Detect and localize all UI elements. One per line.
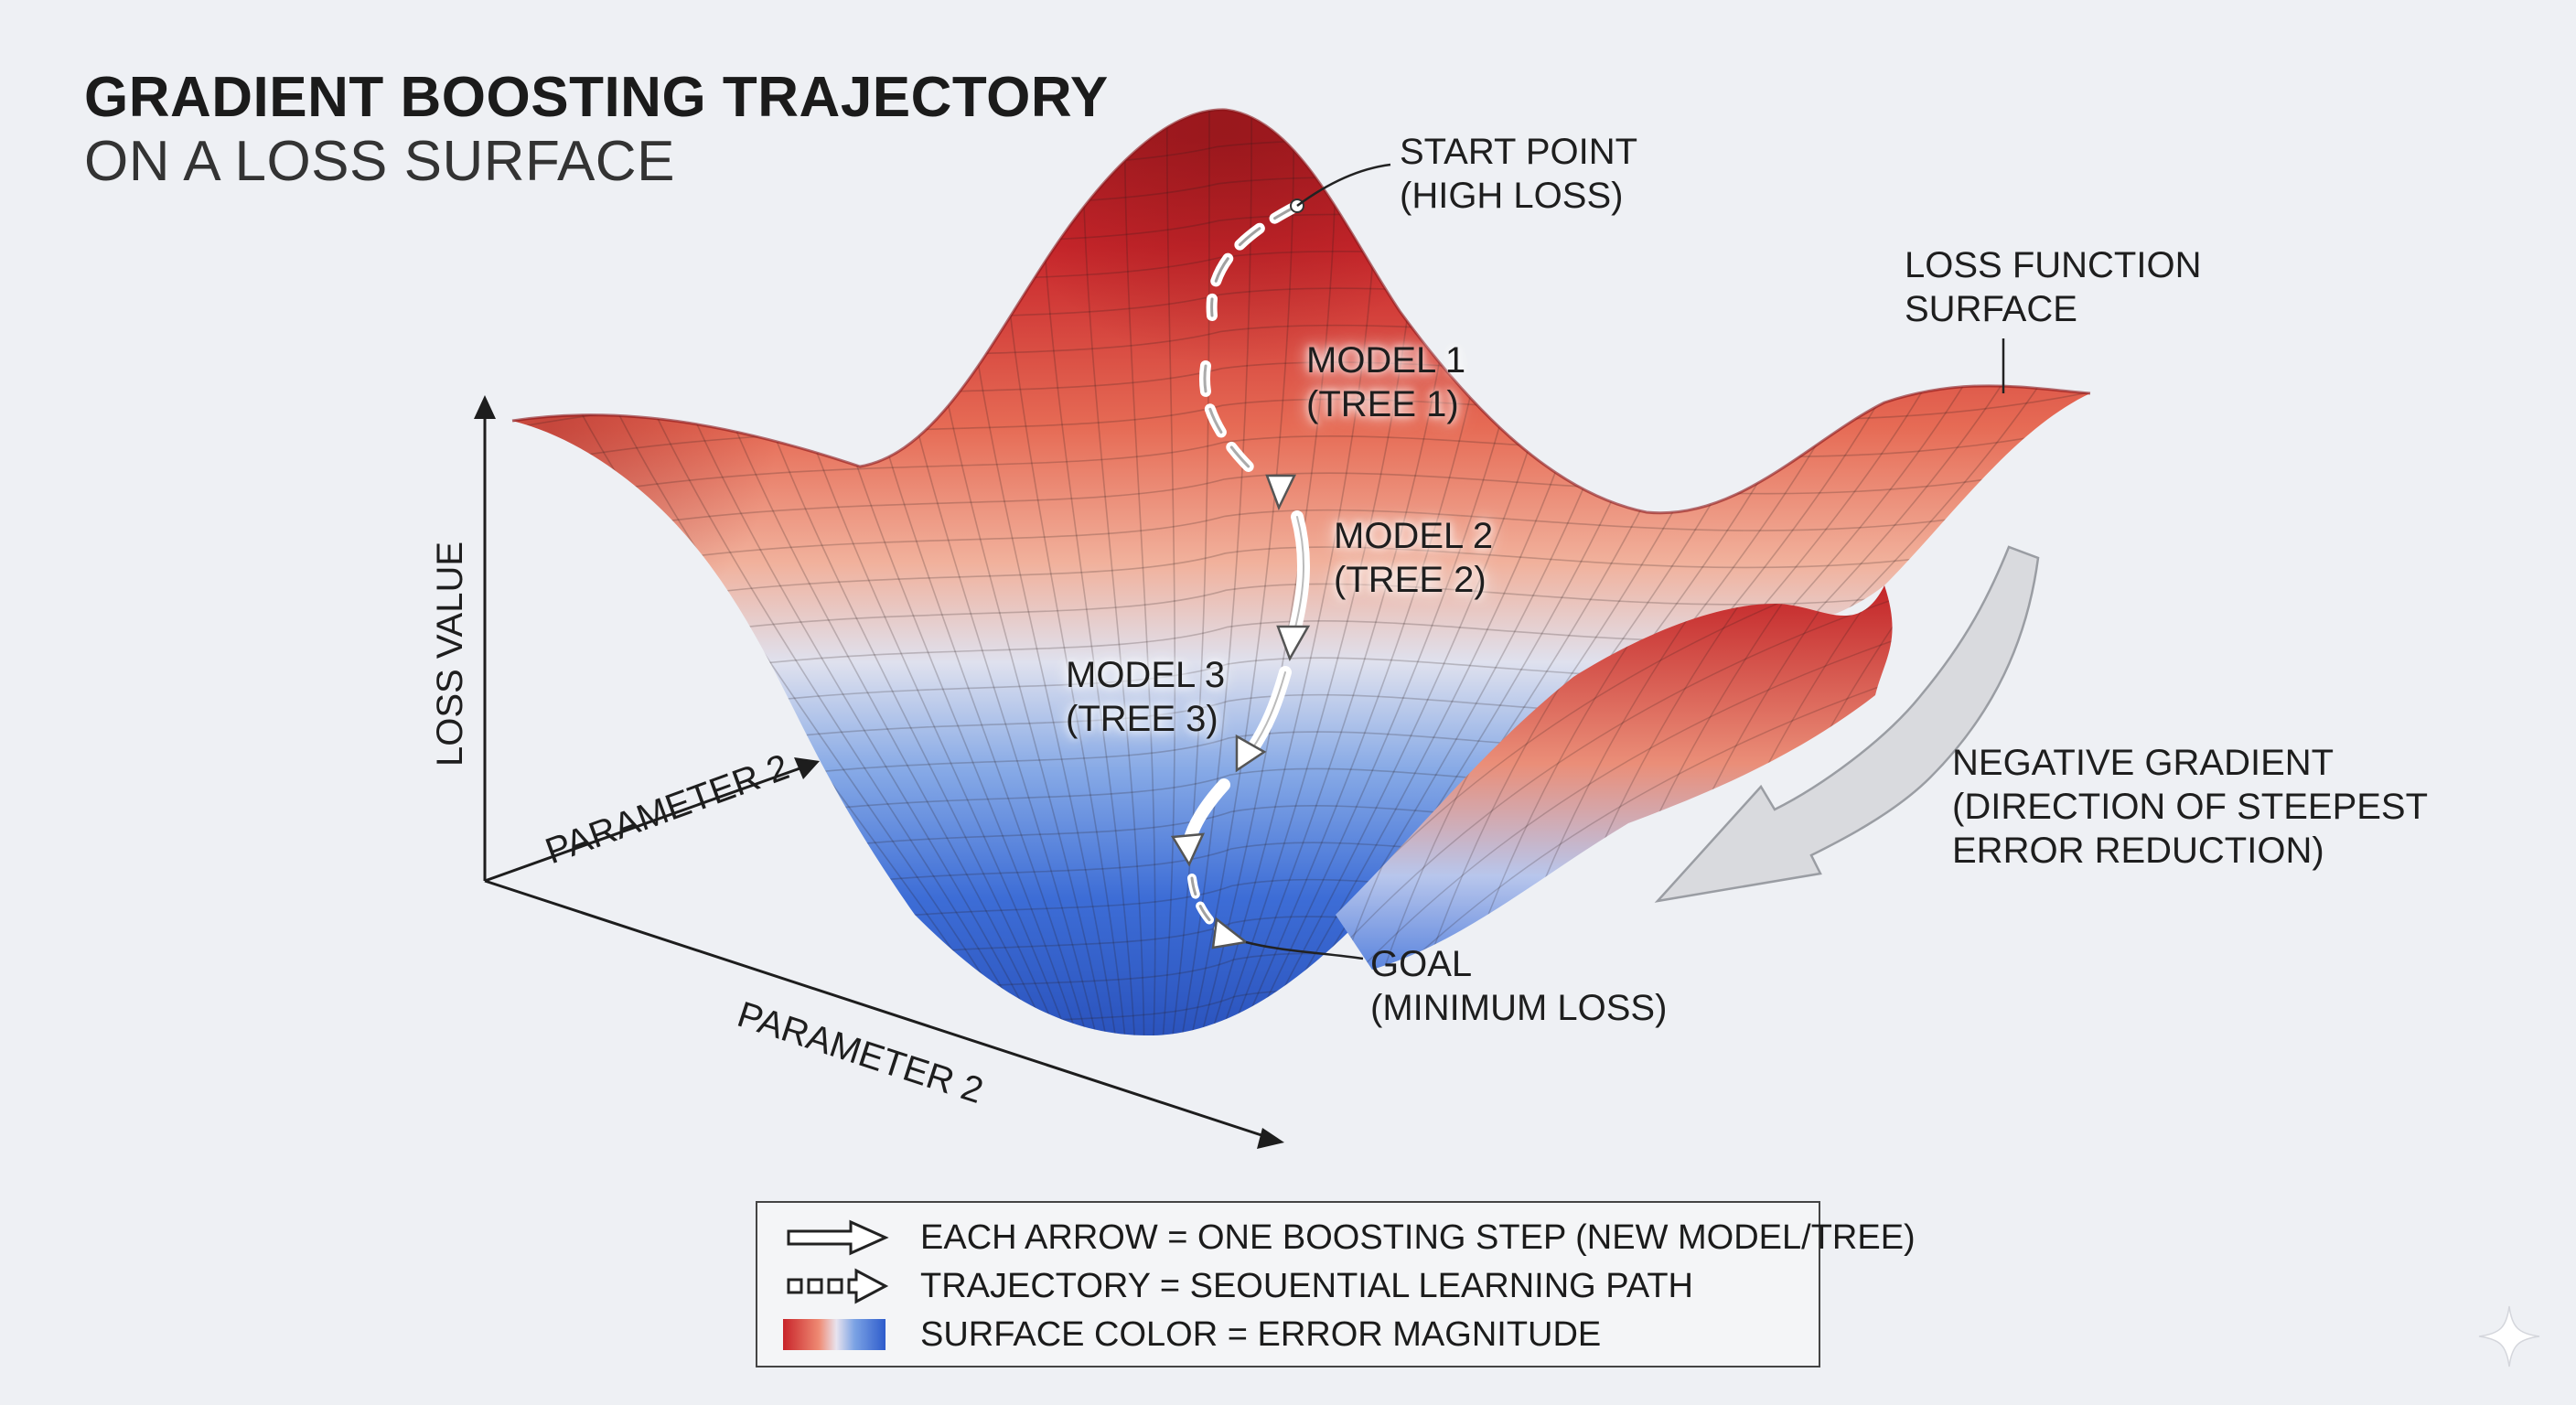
dashed-arrow-icon bbox=[787, 1268, 889, 1304]
axis-label-loss-value: LOSS VALUE bbox=[430, 541, 470, 767]
title-line-1: GRADIENT BOOSTING TRAJECTORY bbox=[84, 66, 1109, 129]
axis-lines bbox=[474, 395, 1284, 1149]
gradient-swatch-icon bbox=[783, 1316, 893, 1353]
legend-item-trajectory: TRAJECTORY = SEOUENTIAL LEARNING PATH bbox=[783, 1264, 1693, 1308]
legend-item-boosting-step: EACH ARROW = ONE BOOSTING STEP (NEW MODE… bbox=[783, 1216, 1916, 1260]
loss-surface-label: LOSS FUNCTION SURFACE bbox=[1905, 245, 2202, 329]
step-arrow-2 bbox=[1276, 625, 1311, 661]
legend-box: EACH ARROW = ONE BOOSTING STEP (NEW MODE… bbox=[756, 1201, 1916, 1367]
model-1-label: MODEL 1 (TREE 1) bbox=[1306, 340, 1466, 424]
step-arrow-4 bbox=[1170, 832, 1206, 867]
hollow-arrow-icon bbox=[787, 1219, 889, 1256]
page-title: GRADIENT BOOSTING TRAJECTORY ON A LOSS S… bbox=[84, 66, 1109, 194]
model-3-label: MODEL 3 (TREE 3) bbox=[1066, 655, 1226, 739]
boosting-trajectory bbox=[1170, 198, 1311, 949]
negative-gradient-label: NEGATIVE GRADIENT (DIRECTION OF STEEPEST… bbox=[1952, 743, 2429, 871]
start-point-label: START POINT (HIGH LOSS) bbox=[1400, 132, 1638, 216]
negative-gradient-arrow bbox=[1654, 545, 2040, 903]
step-arrow-1 bbox=[1265, 474, 1296, 511]
sparkle-icon bbox=[2478, 1305, 2540, 1367]
step-arrow-3 bbox=[1235, 734, 1267, 773]
legend-item-surface-color: SURFACE COLOR = ERROR MAGNITUDE bbox=[783, 1313, 1601, 1357]
model-2-label: MODEL 2 (TREE 2) bbox=[1334, 516, 1494, 600]
title-line-2: ON A LOSS SURFACE bbox=[84, 130, 675, 193]
goal-label: GOAL (MINIMUM LOSS) bbox=[1370, 944, 1668, 1028]
leader-lines bbox=[1245, 163, 2005, 960]
